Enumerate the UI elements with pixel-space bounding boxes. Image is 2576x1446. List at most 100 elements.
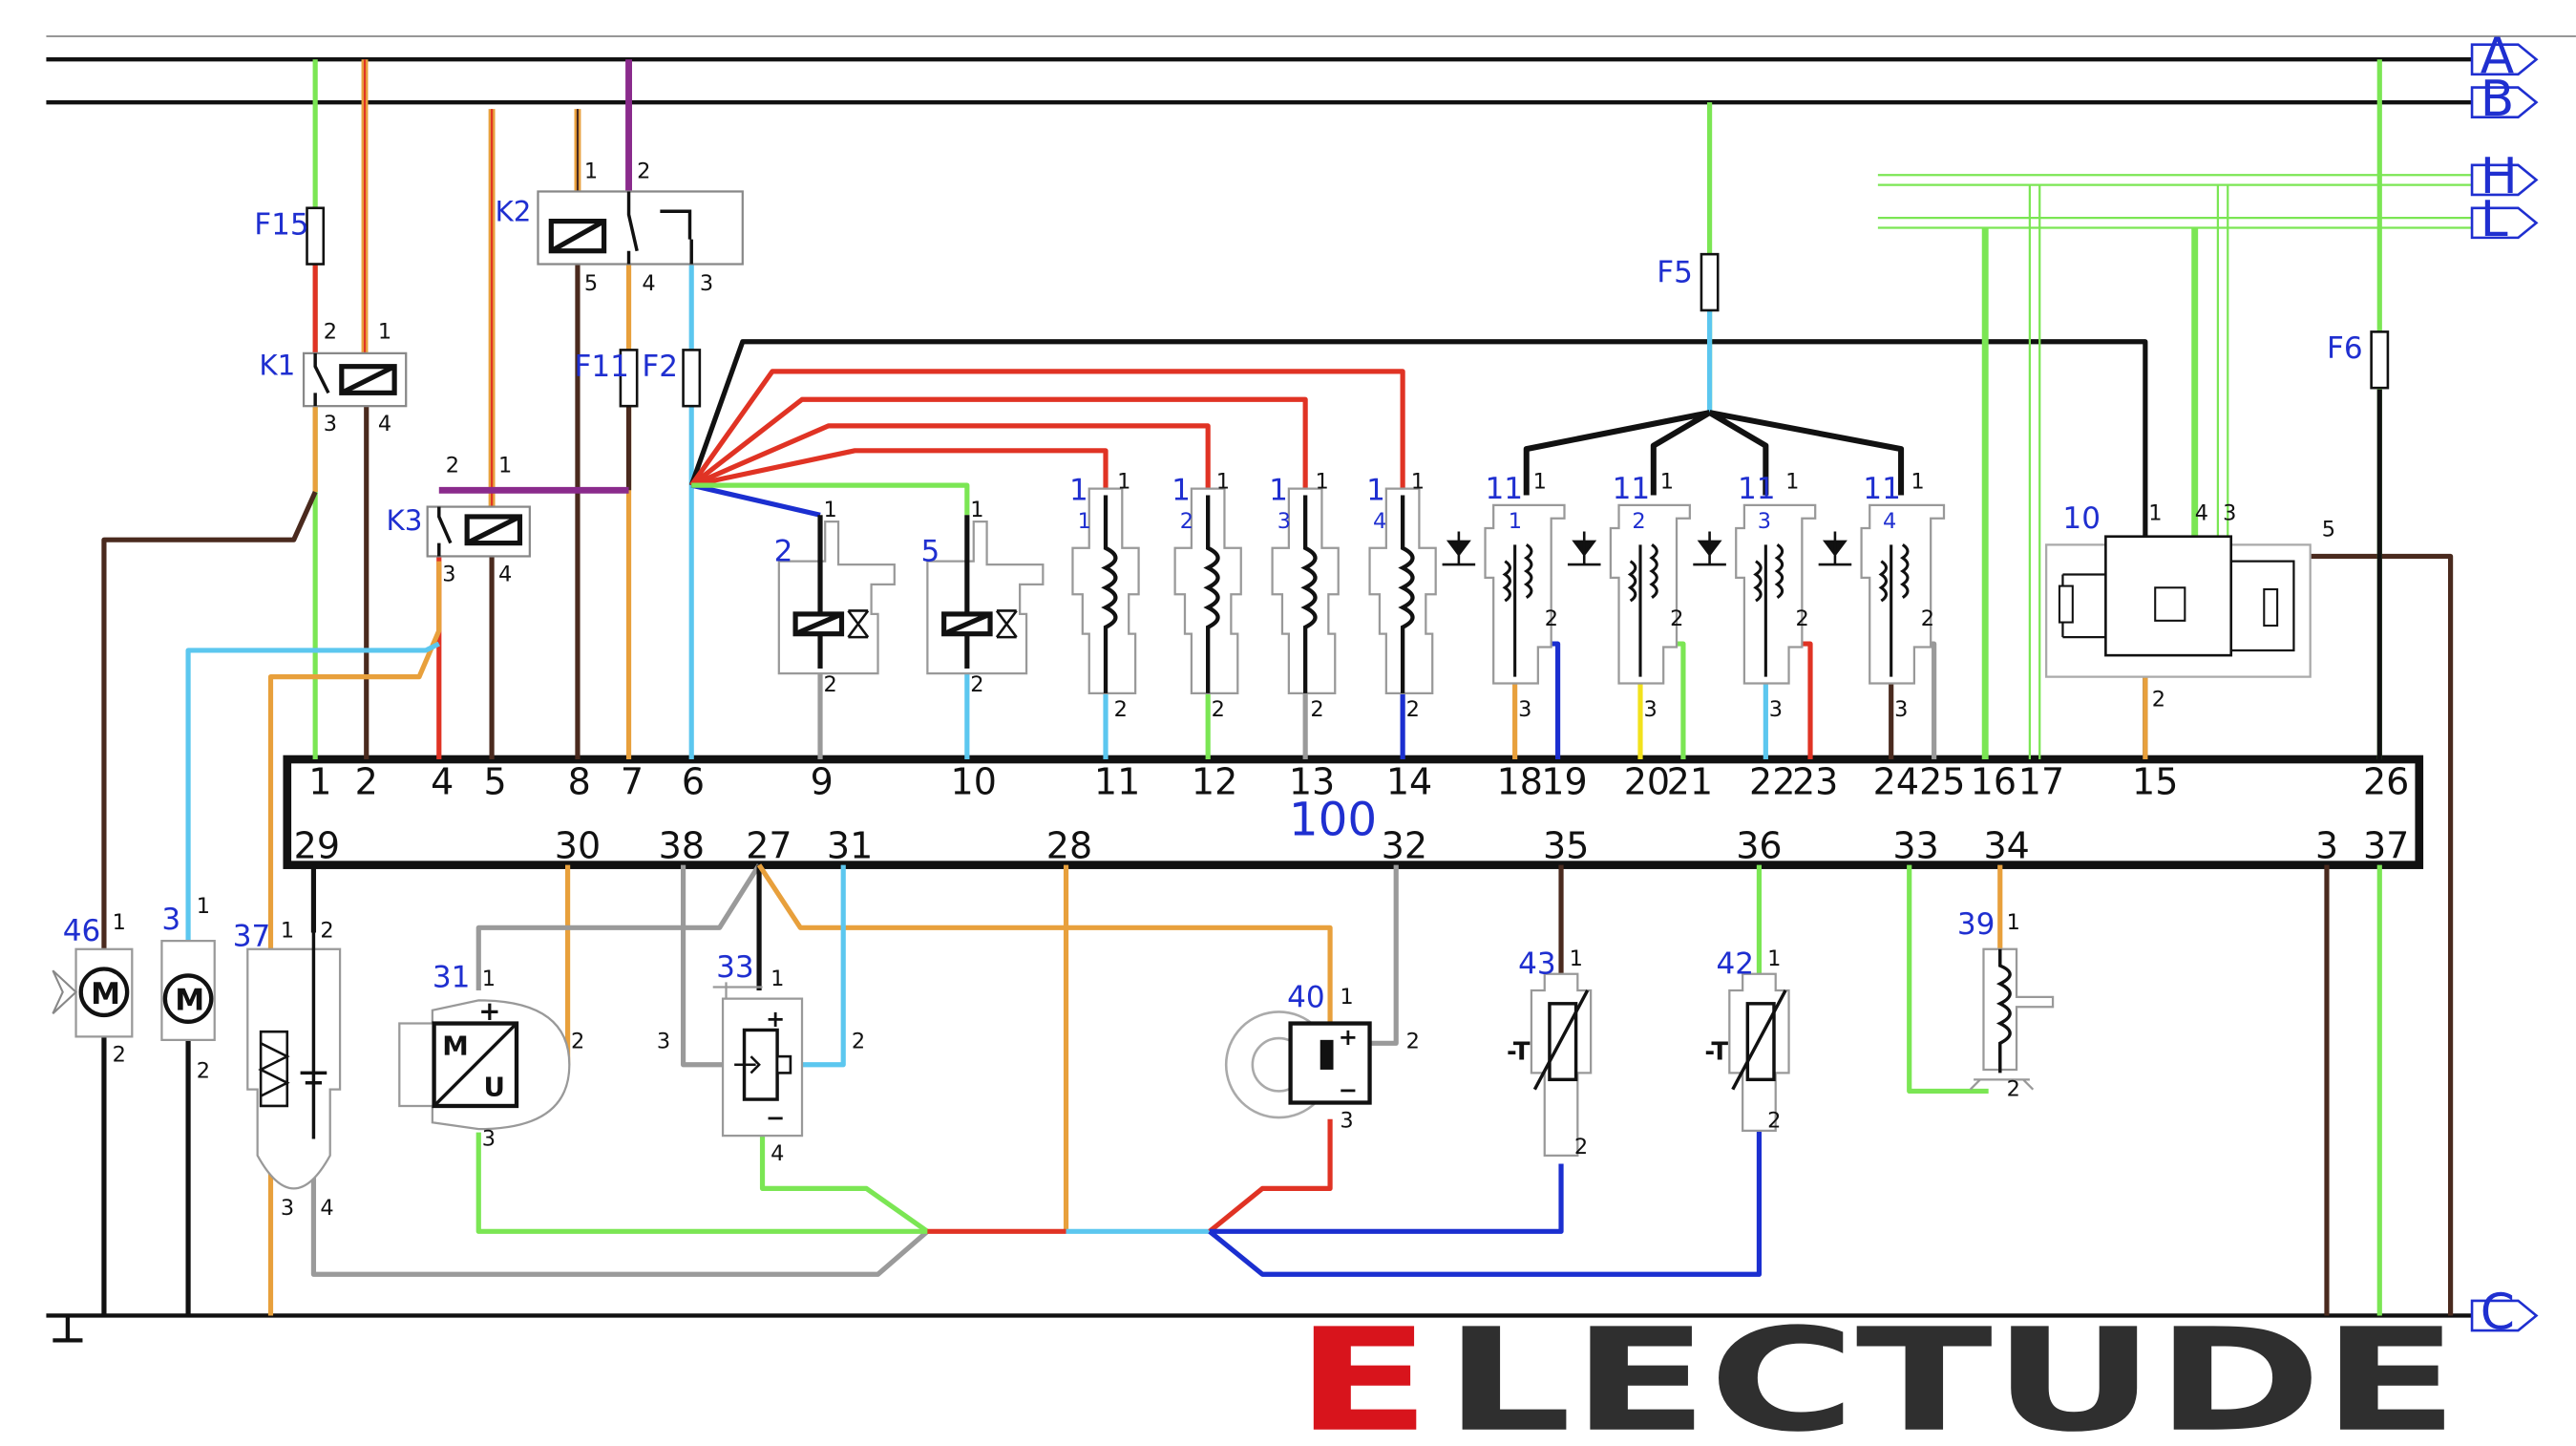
svg-text:12: 12 <box>1192 760 1237 802</box>
bus-c-label: C <box>2481 1284 2515 1341</box>
svg-text:F11: F11 <box>575 350 629 384</box>
logo-rest: LECTUDE <box>1444 1299 2459 1446</box>
svg-text:1: 1 <box>1366 474 1385 508</box>
svg-text:2: 2 <box>1632 509 1645 534</box>
logo-first-letter: E <box>1296 1299 1431 1446</box>
solenoid-valve-2: 1 2 2 <box>774 498 896 697</box>
svg-text:39: 39 <box>1957 907 1995 942</box>
bus-h-label: H <box>2481 148 2518 205</box>
svg-text:25: 25 <box>1919 760 1965 802</box>
svg-text:40: 40 <box>1287 980 1325 1014</box>
svg-text:3: 3 <box>2223 500 2236 525</box>
svg-text:2: 2 <box>446 453 459 478</box>
svg-text:+: + <box>1339 1024 1358 1051</box>
crank-sensor-40: + − 40 1 2 3 <box>1224 980 1420 1133</box>
ecu-bottom-pin-labels: 29 30 38 27 31 28 32 35 36 33 34 3 37 <box>294 825 2410 867</box>
lambda-sensor-37: 37 1 2 3 4 <box>233 919 342 1221</box>
svg-text:17: 17 <box>2018 760 2064 802</box>
svg-text:18: 18 <box>1497 760 1543 802</box>
injector-4: 1 4 1 2 <box>1366 470 1437 722</box>
svg-text:4: 4 <box>771 1141 784 1166</box>
svg-text:1: 1 <box>1269 474 1288 508</box>
svg-text:2: 2 <box>823 672 836 697</box>
svg-text:1: 1 <box>1509 509 1522 534</box>
svg-text:K3: K3 <box>386 504 422 537</box>
svg-text:32: 32 <box>1382 825 1427 867</box>
svg-text:1: 1 <box>2007 910 2020 935</box>
svg-text:5: 5 <box>483 760 506 802</box>
svg-text:3: 3 <box>1894 697 1908 722</box>
svg-text:4: 4 <box>378 412 391 436</box>
svg-text:1: 1 <box>1533 470 1547 495</box>
ecu-100-box <box>283 755 2424 869</box>
svg-text:4: 4 <box>1883 509 1896 534</box>
svg-text:−: − <box>1339 1076 1358 1103</box>
fuse-f11: F11 <box>575 349 639 408</box>
svg-text:1: 1 <box>1117 470 1130 495</box>
svg-text:1: 1 <box>584 159 598 184</box>
svg-text:28: 28 <box>1046 825 1092 867</box>
svg-text:F2: F2 <box>642 350 678 384</box>
svg-text:11: 11 <box>1486 472 1524 506</box>
svg-text:2: 2 <box>2152 688 2165 712</box>
ignition-coil-1: 11 1 1 2 3 <box>1442 470 1566 722</box>
svg-text:7: 7 <box>621 760 644 802</box>
svg-text:1: 1 <box>823 498 836 522</box>
svg-text:1: 1 <box>771 967 784 991</box>
svg-text:1: 1 <box>378 319 391 344</box>
svg-text:13: 13 <box>1289 760 1335 802</box>
injector-3: 1 3 1 2 <box>1269 470 1340 722</box>
fuse-f15: F15 <box>254 206 326 266</box>
svg-text:27: 27 <box>746 825 792 867</box>
svg-text:11: 11 <box>1863 472 1901 506</box>
svg-text:29: 29 <box>294 825 340 867</box>
svg-text:30: 30 <box>555 825 601 867</box>
svg-text:1: 1 <box>308 760 331 802</box>
alternator-31: M U + 31 1 2 3 <box>398 961 584 1151</box>
svg-text:K2: K2 <box>496 196 532 228</box>
svg-text:3: 3 <box>324 412 337 436</box>
svg-text:2: 2 <box>1180 509 1193 534</box>
svg-text:11: 11 <box>1094 760 1140 802</box>
bus-connector-b: B <box>2470 71 2539 128</box>
svg-text:2: 2 <box>2007 1077 2020 1102</box>
svg-text:1: 1 <box>113 910 126 935</box>
bus-l-label: L <box>2481 191 2508 248</box>
svg-text:3: 3 <box>1643 697 1657 722</box>
temp-sensor-42: -T 42 1 2 <box>1704 946 1790 1133</box>
can-h-line <box>1877 174 2473 186</box>
relay-k3: 2 1 3 4 K3 <box>386 453 531 586</box>
svg-text:2: 2 <box>1545 606 1558 631</box>
svg-text:2: 2 <box>320 919 333 944</box>
knock-sensor-39: 39 1 2 <box>1957 907 2055 1102</box>
svg-text:2: 2 <box>1406 697 1420 722</box>
svg-text:1: 1 <box>1785 470 1799 495</box>
svg-text:1: 1 <box>1660 470 1674 495</box>
svg-text:11: 11 <box>1738 472 1776 506</box>
solenoid-valve-5: 1 2 5 <box>920 498 1045 697</box>
svg-text:1: 1 <box>197 894 210 919</box>
svg-text:3: 3 <box>1277 509 1291 534</box>
upper-wiring <box>101 59 2454 1316</box>
svg-text:3: 3 <box>1518 697 1531 722</box>
svg-text:15: 15 <box>2132 760 2178 802</box>
svg-text:33: 33 <box>716 950 754 985</box>
svg-text:37: 37 <box>2363 825 2409 867</box>
svg-text:5: 5 <box>920 535 940 569</box>
fuse-f2: F2 <box>642 349 702 408</box>
ecu-top-pin-labels: 1 2 4 5 8 7 6 9 10 11 12 13 14 18 19 20 … <box>308 760 2409 802</box>
svg-text:3: 3 <box>2315 825 2338 867</box>
svg-text:2: 2 <box>774 535 793 569</box>
svg-text:1: 1 <box>1069 474 1088 508</box>
svg-text:2: 2 <box>355 760 378 802</box>
svg-text:2: 2 <box>197 1059 210 1084</box>
svg-text:M: M <box>175 984 204 1018</box>
bus-connector-h: H <box>2470 148 2539 205</box>
svg-text:2: 2 <box>1212 697 1225 722</box>
svg-text:6: 6 <box>682 760 705 802</box>
svg-text:33: 33 <box>1892 825 1938 867</box>
svg-text:1: 1 <box>1340 985 1353 1010</box>
svg-text:M: M <box>442 1030 469 1061</box>
svg-text:+: + <box>478 995 500 1027</box>
svg-text:4: 4 <box>431 760 454 802</box>
